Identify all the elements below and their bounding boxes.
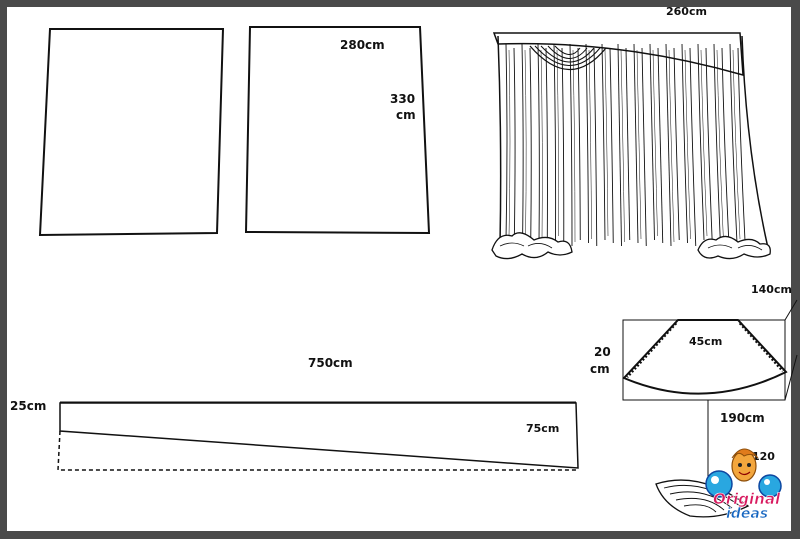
panel-b-width-label: 280cm <box>340 38 385 52</box>
curtain-pleat <box>665 43 672 247</box>
valance-right-height-label: 75cm <box>526 422 559 435</box>
swag-side-unit: cm <box>590 362 610 376</box>
curtain-pleat-shadow <box>636 49 642 240</box>
curtain-pleat <box>633 43 639 244</box>
panel-b-height-unit: cm <box>396 108 416 122</box>
curtain-pleat <box>529 47 532 241</box>
swag-right-label: 140cm <box>751 283 792 296</box>
curtain-illustration <box>491 32 771 260</box>
curtain-pleat <box>641 47 647 247</box>
folded-swag-illustration <box>655 479 750 518</box>
curtain-pleat <box>561 47 565 244</box>
panel-b-height-value: 330 <box>390 92 415 106</box>
fabric-panel-b <box>244 26 431 235</box>
valance-left-height-label: 25cm <box>10 399 46 413</box>
curtain-width-label: 260cm <box>666 5 707 18</box>
curtain-pleat-shadow <box>700 49 708 237</box>
curtain-pleat <box>657 47 664 244</box>
curtain-pleat-shadow <box>508 49 511 237</box>
curtain-pleat <box>729 43 738 244</box>
original-ideas-logo: Original ideas <box>705 448 782 522</box>
curtain-pleat <box>713 43 721 247</box>
curtain-pleat-shadow <box>732 49 741 240</box>
curtain-pleat <box>617 43 622 247</box>
curtain-pleat <box>553 43 557 241</box>
curtain-pleat-shadow <box>684 49 691 240</box>
fabric-panel-a <box>38 28 225 237</box>
curtain-pleat-shadow <box>620 49 625 243</box>
curtain-pleat <box>697 43 705 241</box>
curtain-pleat-shadow <box>604 49 609 237</box>
curtain-pleat <box>609 47 614 244</box>
curtain-pleat <box>545 47 548 247</box>
swag-lower-label: 120 <box>752 450 775 463</box>
curtain-pleat-shadow <box>572 49 576 243</box>
curtain-pleat-shadow <box>556 49 559 237</box>
curtain-pleat <box>737 47 746 247</box>
curtain-pleat <box>513 47 516 244</box>
curtain-pleat <box>649 43 655 241</box>
curtain-pleat <box>537 43 540 244</box>
curtain-pleat-shadow <box>524 49 527 243</box>
curtain-pleat <box>689 47 697 247</box>
swag-side-value: 20 <box>594 345 611 359</box>
curtain-pleat-shadow <box>668 49 675 243</box>
valance-top-piece <box>57 401 579 471</box>
curtain-pleat <box>673 47 680 241</box>
logo-line2: ideas <box>726 506 768 522</box>
curtain-pleat <box>505 43 508 241</box>
curtain-pleat <box>601 43 606 241</box>
valance-width-label: 750cm <box>308 356 353 370</box>
curtain-pleat-shadow <box>716 49 724 243</box>
curtain-pleat <box>705 47 713 244</box>
curtain-pleat-shadow <box>588 49 592 240</box>
curtain-pleat <box>577 47 581 241</box>
curtain-pleat <box>569 43 573 247</box>
curtain-pleat <box>521 43 524 247</box>
curtain-pleat-shadow <box>652 49 658 237</box>
curtain-pleat <box>625 47 631 241</box>
curtain-pleat <box>585 43 589 244</box>
curtain-pleat-shadow <box>540 49 543 240</box>
curtain-pleat <box>593 47 598 247</box>
swag-bottom-label: 190cm <box>720 411 765 425</box>
curtain-pleat <box>681 43 688 244</box>
swag-pattern <box>622 299 798 478</box>
curtain-pleat <box>721 47 730 241</box>
swag-top-label: 45cm <box>689 335 722 348</box>
logo-line1: Original <box>713 490 781 508</box>
